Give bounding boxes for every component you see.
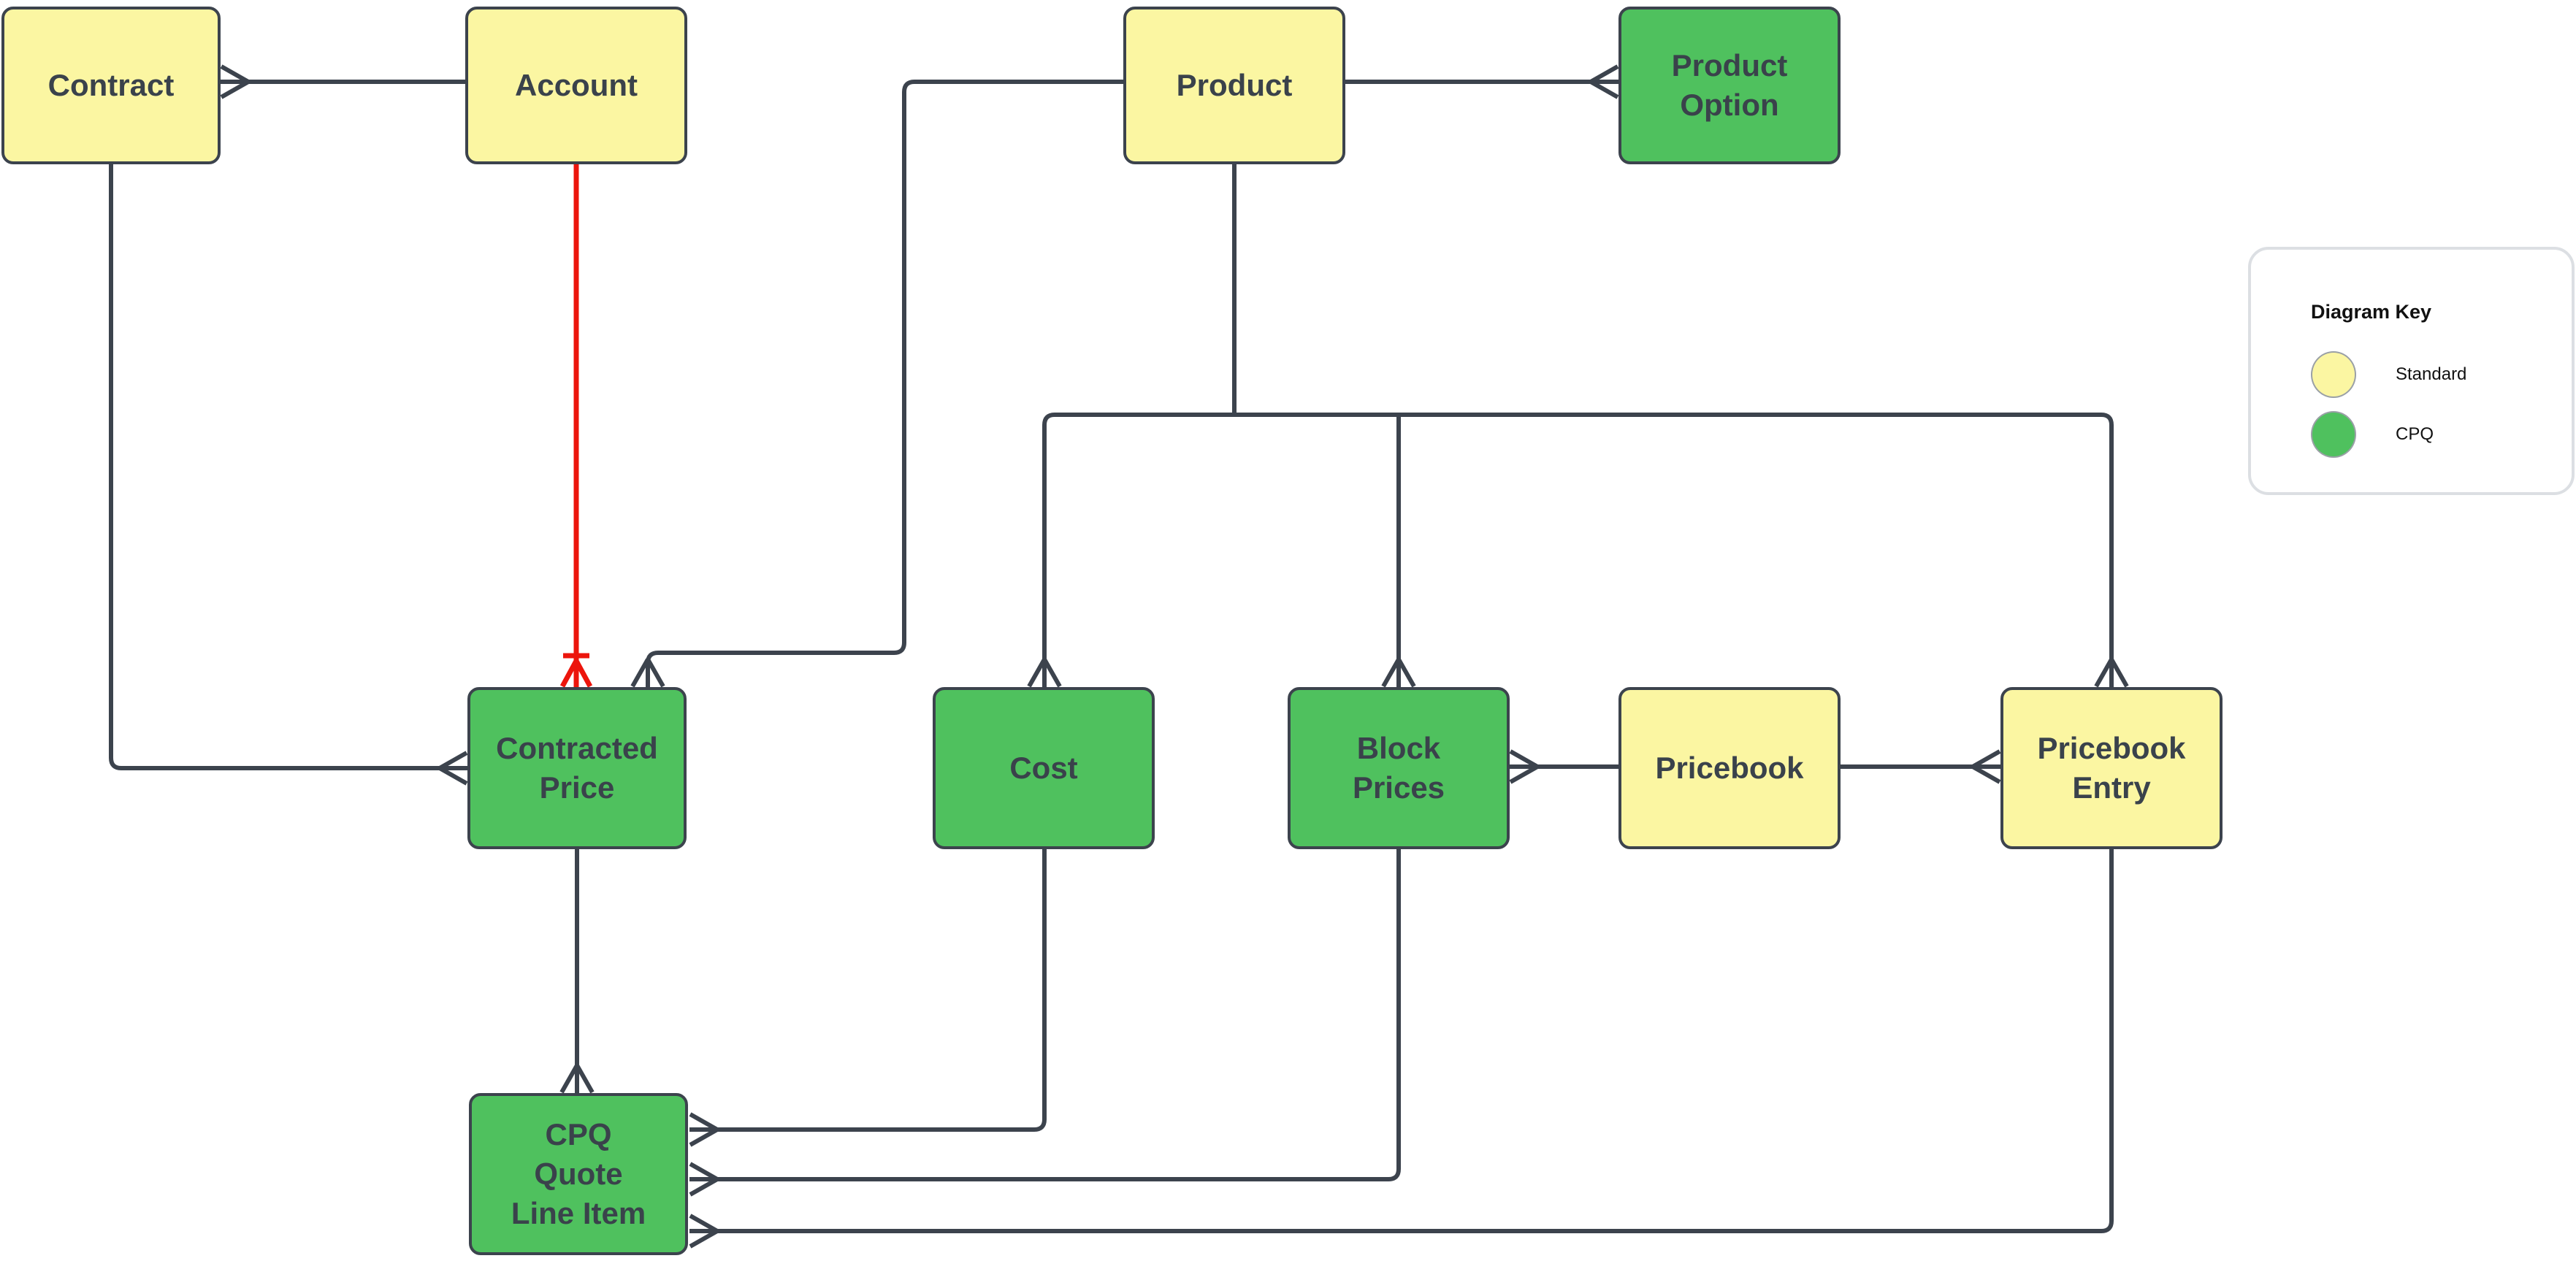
node-product-label: Product [1176,68,1293,103]
node-cost[interactable]: Cost [933,687,1155,849]
node-product[interactable]: Product [1123,7,1345,164]
edge-product-block-prices [1381,415,1416,688]
node-cpq-quote-line-item-label: CPQ Quote Line Item [511,1117,646,1230]
edge-cpq-cost [689,849,1047,1147]
cpq-color-swatch [2311,411,2356,458]
edge-product-product-option [1345,64,1619,99]
edge-contract-contracted-price [109,164,468,786]
legend-item-cpq-label: CPQ [2396,424,2434,444]
node-product-option-label: Product Option [1671,48,1788,122]
legend-item-standard-label: Standard [2396,364,2467,384]
node-pricebook[interactable]: Pricebook [1618,687,1841,849]
edge-contract-account [220,64,465,99]
edge-pricebook-entry-pricebook [1841,749,2001,784]
diagram-key-panel: Diagram Key Standard CPQ [2248,247,2575,495]
node-cost-label: Cost [1009,751,1078,786]
node-contracted-price[interactable]: Contracted Price [467,687,687,849]
node-pricebook-entry[interactable]: Pricebook Entry [2000,687,2223,849]
legend-item-cpq: CPQ [2311,411,2557,458]
edge-cpq-block-prices [689,849,1401,1197]
node-account[interactable]: Account [465,7,687,164]
edge-product-contracted-price [630,80,1123,688]
edge-cpq-pricebook-entry [689,849,2114,1249]
edge-contracted-price-cpq [559,849,595,1094]
node-pricebook-label: Pricebook [1655,751,1804,786]
node-block-prices[interactable]: Block Prices [1288,687,1510,849]
standard-color-swatch [2311,351,2356,398]
node-block-prices-label: Block Prices [1352,731,1445,805]
edge-product-pricebook-entry [1234,413,2129,688]
edge-account-contracted-price-red [559,164,593,688]
node-pricebook-entry-label: Pricebook Entry [2037,731,2186,805]
node-product-option[interactable]: Product Option [1618,7,1841,164]
node-contract[interactable]: Contract [1,7,221,164]
node-cpq-quote-line-item[interactable]: CPQ Quote Line Item [469,1093,688,1255]
edge-product-cost [1027,413,1234,688]
diagram-key-title: Diagram Key [2311,301,2432,323]
edge-block-prices-pricebook [1509,749,1618,784]
node-contracted-price-label: Contracted Price [496,731,658,805]
legend-item-standard: Standard [2311,351,2557,398]
node-account-label: Account [515,68,638,103]
node-contract-label: Contract [47,68,175,103]
